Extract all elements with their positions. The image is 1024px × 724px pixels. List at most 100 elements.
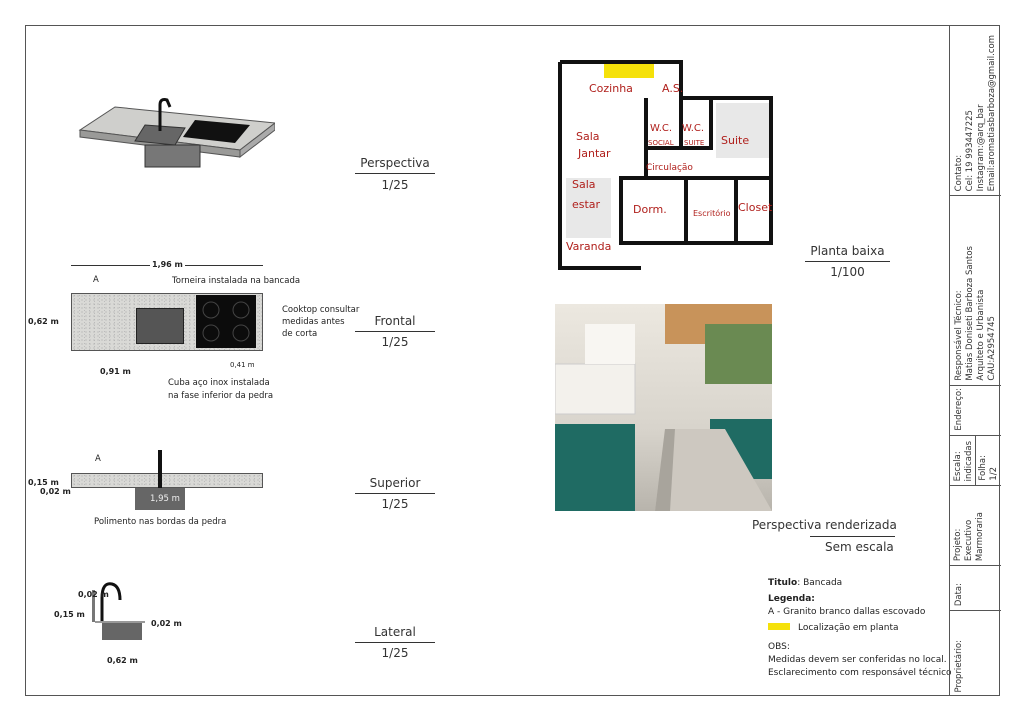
escala-folha-cell: Escala: indicadas Folha: 1/2 <box>950 435 1001 486</box>
faucet <box>158 450 162 488</box>
line: Escala: <box>953 450 963 481</box>
escala-text: Escala: indicadas <box>953 441 975 481</box>
render-scale: Sem escala <box>825 540 894 554</box>
cooktop <box>196 295 256 348</box>
divider <box>805 261 890 262</box>
note-line: de corta <box>282 329 318 339</box>
lateral-drawing <box>92 582 145 640</box>
endereco-label: Endereço: <box>954 388 964 431</box>
lateral-depth-dimension: 0,62 m <box>107 656 138 665</box>
room-label: Dorm. <box>633 203 667 216</box>
divider <box>355 173 435 174</box>
legend-label: Legenda: <box>768 594 815 604</box>
obs-line: Esclarecimento com responsável técnico <box>768 668 952 678</box>
room-label: Varanda <box>566 240 612 253</box>
depth-dimension: 0,62 m <box>28 317 59 326</box>
responsavel-text: Responsável Técnico: Matias Doniseti Bar… <box>954 246 998 381</box>
legend-item-a: A - Granito branco dallas escovado <box>768 607 926 617</box>
countertop-top-view <box>71 473 263 488</box>
divider <box>355 493 435 494</box>
perspective-drawing <box>75 95 277 175</box>
thickness-dimension: 0,15 m <box>28 478 59 487</box>
yellow-swatch <box>768 623 790 630</box>
line: Arquiteto e Urbanista <box>976 289 986 381</box>
countertop-perspective <box>78 98 277 168</box>
line: Folha: <box>978 455 988 481</box>
line: CAU:A2954745 <box>987 316 997 381</box>
data-label: Data: <box>954 582 964 606</box>
proprietario-cell: Proprietário: <box>950 610 1001 696</box>
frontal-scale: 1/25 <box>381 335 409 349</box>
room-label: W.C. <box>682 123 705 134</box>
room-label: estar <box>572 198 601 211</box>
data-cell: Data: <box>950 565 1001 610</box>
sink <box>136 308 184 344</box>
line: indicadas <box>964 440 974 481</box>
marker-a: A <box>95 454 101 464</box>
rendered-perspective-image <box>555 304 772 511</box>
room-label: Closet <box>738 201 773 214</box>
title-value: : Bancada <box>797 578 843 588</box>
legend-item-location: Localização em planta <box>798 623 899 633</box>
projeto-text: Projeto: Executivo Marmoraria <box>953 512 986 561</box>
room-label: W.C. <box>650 123 673 134</box>
room-label: Escritório <box>693 209 731 218</box>
divider <box>975 436 976 486</box>
projeto-cell: Projeto: Executivo Marmoraria <box>950 485 1001 565</box>
planta-scale: 1/100 <box>830 265 865 279</box>
room-label: Cozinha <box>589 82 633 95</box>
width-dimension: 1,96 m <box>150 260 185 269</box>
sink-profile <box>135 488 185 510</box>
line: Projeto: <box>953 528 963 561</box>
floor-plan-walls <box>556 58 776 273</box>
kitchen-render <box>555 304 772 511</box>
room-label: A.S. <box>662 82 684 95</box>
line: Matias Doniseti Barboza Santos <box>965 246 975 381</box>
lateral-label: Lateral <box>374 625 416 639</box>
line: Email:aromatiasbarboza@gmail.com <box>987 34 997 191</box>
divider <box>810 536 895 537</box>
line: Contato: <box>954 154 964 191</box>
lateral-scale: 1/25 <box>381 646 409 660</box>
line: 1/2 <box>989 467 999 481</box>
sink-offset-dimension: 0,91 m <box>100 367 131 376</box>
faucet-note: Torneira instalada na bancada <box>172 276 301 286</box>
room-label: Jantar <box>578 147 611 160</box>
legend-block: Titulo: Bancada Legenda: A - Granito bra… <box>768 577 952 680</box>
sheet-frame <box>25 25 1000 696</box>
title-block: Contato: Cel: 19 993447225 Instagram:@ar… <box>949 25 1001 696</box>
frontal-label: Frontal <box>374 314 416 328</box>
lateral-edge-dimension: 0,02 m <box>151 619 182 628</box>
polish-note: Polimento nas bordas da pedra <box>94 517 227 527</box>
contato-cell: Contato: Cel: 19 993447225 Instagram:@ar… <box>950 25 1001 195</box>
lateral-height-dimension: 0,15 m <box>54 610 85 619</box>
room-label: Circulação <box>646 163 693 173</box>
divider <box>355 331 435 332</box>
marker-a: A <box>93 275 99 285</box>
perspectiva-scale: 1/25 <box>381 178 409 192</box>
room-label: Sala <box>576 130 600 143</box>
perspectiva-label: Perspectiva <box>360 156 430 170</box>
lateral-top-dimension: 0,02 m <box>78 590 109 599</box>
line: Executivo <box>964 519 974 561</box>
obs-label: OBS: <box>768 642 790 652</box>
proprietario-label: Proprietário: <box>954 639 964 692</box>
obs-line: Medidas devem ser conferidas no local. <box>768 655 947 665</box>
note-line: medidas antes <box>282 317 345 327</box>
note-line: na fase inferior da pedra <box>168 391 274 401</box>
room-label: SUITE <box>684 139 705 147</box>
note-line: Cuba aço inox instalada <box>168 378 270 388</box>
cooktop-note: Cooktop consultar medidas antes de corta <box>282 304 359 340</box>
superior-label: Superior <box>369 476 421 490</box>
superior-scale: 1/25 <box>381 497 409 511</box>
kitchen-highlight <box>604 64 654 78</box>
line: Cel: 19 993447225 <box>965 109 975 191</box>
folha-text: Folha: 1/2 <box>978 455 1000 481</box>
room-label: Suite <box>721 134 750 147</box>
room-label: SOCIAL <box>648 139 674 147</box>
note-line: Cooktop consultar <box>282 305 360 315</box>
render-label: Perspectiva renderizada <box>752 518 897 532</box>
line: Instagram:@arq_bar <box>976 104 986 191</box>
title-label: Titulo <box>768 578 798 588</box>
line: Marmoraria <box>975 511 985 561</box>
